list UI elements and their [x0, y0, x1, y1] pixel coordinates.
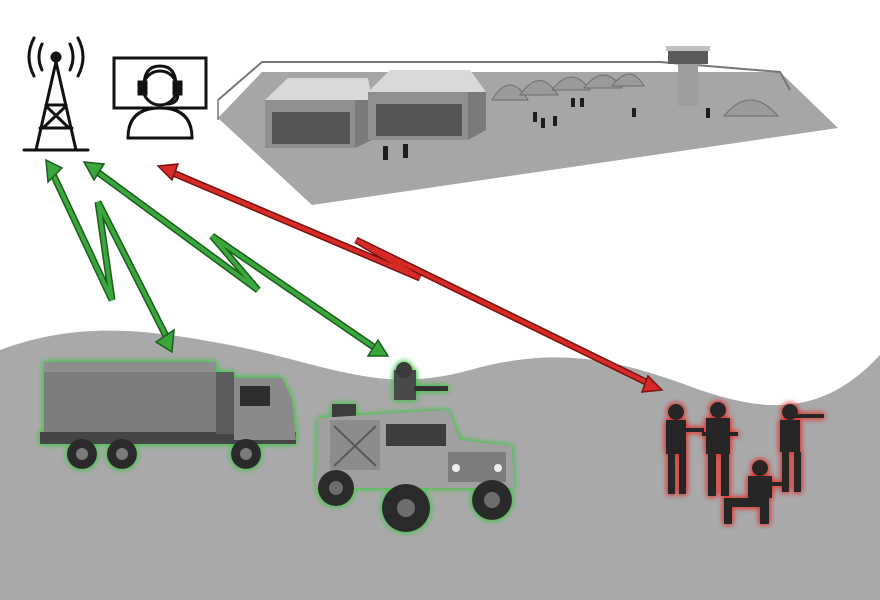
operator-headset-icon [112, 56, 208, 140]
military-base [217, 46, 838, 205]
hostile-soldier-4 [780, 404, 824, 492]
quonset-huts [491, 73, 780, 117]
hostile-soldier-1 [666, 404, 704, 494]
armored-humvee-icon [316, 362, 514, 532]
hangar-1 [265, 78, 372, 148]
cargo-truck-icon [40, 362, 296, 469]
control-tower [666, 46, 710, 106]
link-tower-truck [45, 158, 175, 354]
hostile-soldiers-icon [666, 402, 824, 524]
hostile-soldier-2 [702, 402, 738, 496]
base-personnel [383, 98, 710, 160]
hostile-soldier-3 [724, 460, 788, 524]
radio-tower-icon [22, 36, 90, 152]
hangar-2 [368, 70, 486, 140]
link-tower-humvee [82, 161, 390, 357]
link-operator-hostiles [156, 163, 664, 393]
